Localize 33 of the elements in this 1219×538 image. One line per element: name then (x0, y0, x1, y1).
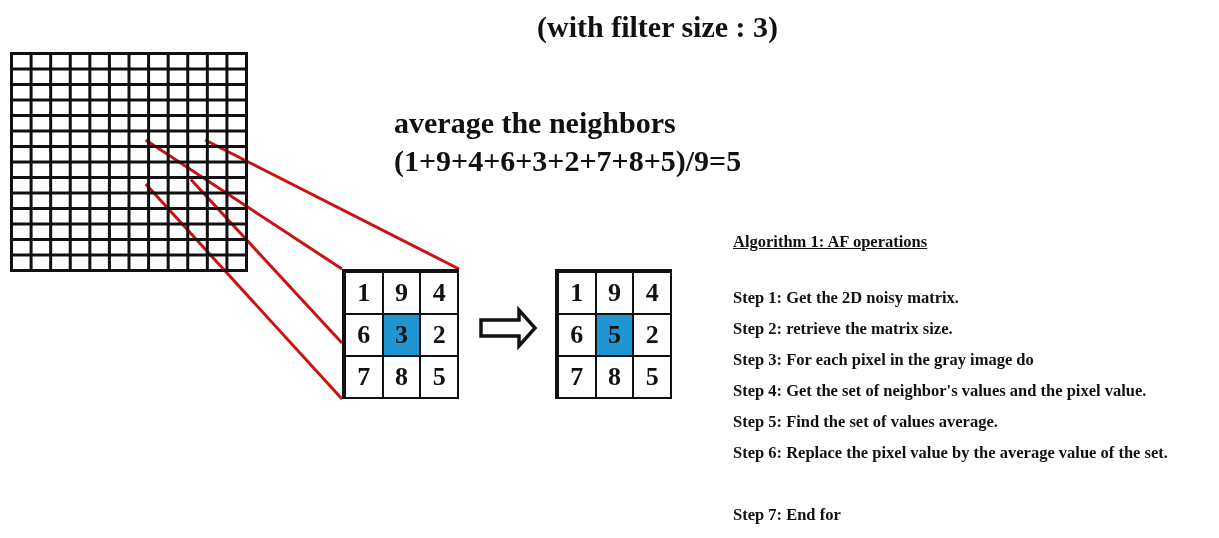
algorithm-step: Step 7: End for (733, 499, 1188, 530)
matrix-cell: 1 (557, 271, 597, 315)
projection-line (204, 138, 460, 271)
matrix-cell: 5 (632, 355, 672, 399)
projection-line (144, 138, 343, 271)
projection-line (189, 178, 344, 345)
matrix-cell: 1 (344, 271, 384, 315)
algorithm-step: Step 3: For each pixel in the gray image do (733, 344, 1188, 375)
matrix-cell: 2 (419, 313, 459, 357)
matrix-cell: 7 (344, 355, 384, 399)
matrix-cell: 8 (594, 355, 635, 399)
matrix-cell: 2 (632, 313, 672, 357)
algorithm-step: Step 2: retrieve the matrix size. (733, 313, 1188, 344)
algorithm-step: Step 1: Get the 2D noisy matrix. (733, 282, 1188, 313)
algorithm-step: Step 5: Find the set of values average. (733, 406, 1188, 437)
title: (with filter size : 3) (537, 10, 779, 44)
matrix-cell: 8 (381, 355, 422, 399)
matrix-cell: 6 (344, 313, 384, 357)
algorithm-heading: Algorithm 1: AF operations (733, 232, 928, 252)
matrix-cell: 5 (419, 355, 459, 399)
algorithm-step: Step 6: Replace the pixel value by the average value of the set. (733, 437, 1188, 468)
block-arrow (479, 305, 538, 351)
matrix-cell: 4 (419, 271, 459, 315)
number-matrix (342, 269, 459, 399)
matrix-cell: 7 (557, 355, 597, 399)
algorithm-step: Step 4: Get the set of neighbor's values and the pixel value. (733, 375, 1188, 406)
heading: average the neighbors (394, 106, 676, 140)
pixel-grid (10, 52, 248, 272)
number-matrix (555, 269, 672, 399)
matrix-cell: 4 (632, 271, 672, 315)
projection-line (144, 183, 344, 400)
matrix-cell: 6 (557, 313, 597, 357)
formula: (1+9+4+6+3+2+7+8+5)/9=5 (394, 144, 742, 178)
